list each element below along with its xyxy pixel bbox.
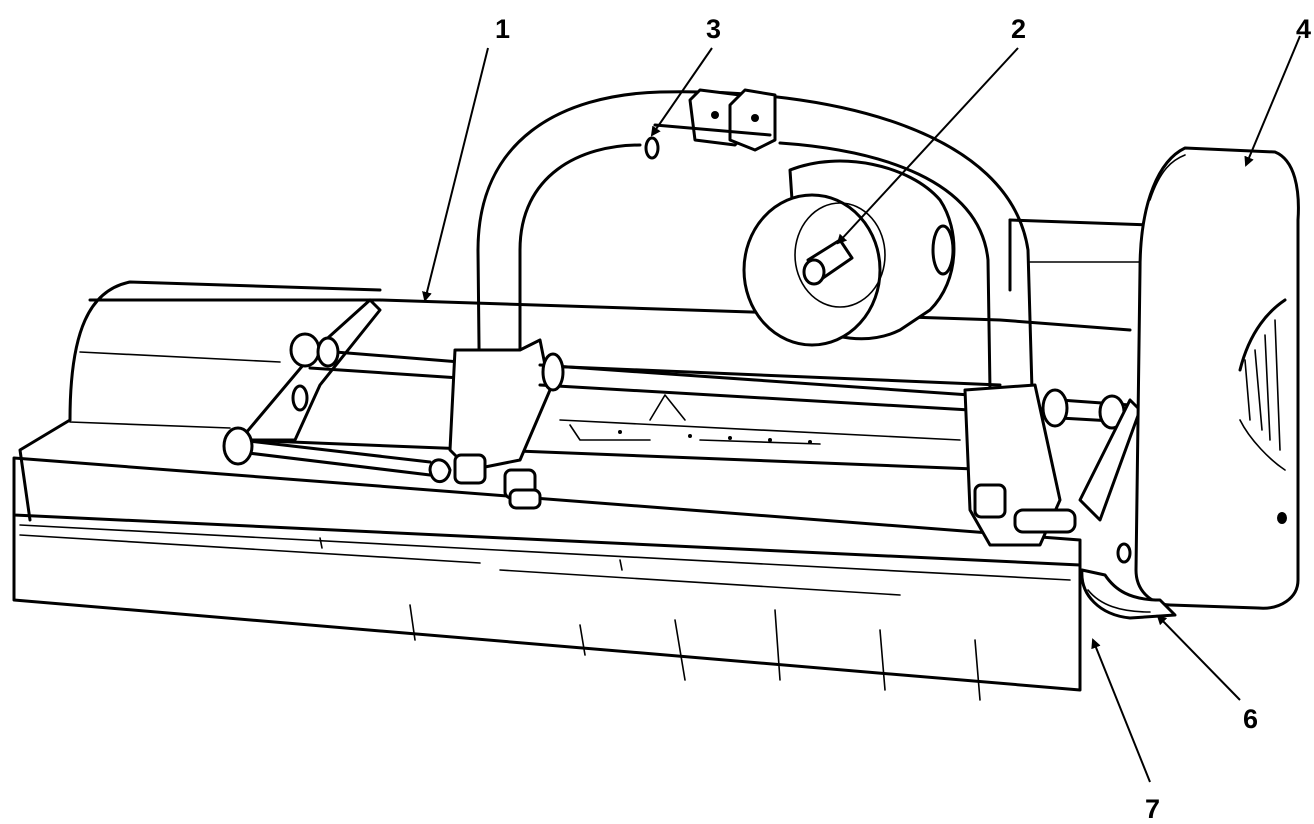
centre-clevis	[448, 338, 972, 510]
leader-6	[1156, 614, 1241, 701]
mower-housing-rear	[18, 218, 1152, 522]
hitch-arch	[476, 90, 1034, 442]
gearbox-pto	[742, 159, 956, 347]
top-link-bracket	[644, 88, 777, 160]
right-hitch-bracket	[963, 383, 1142, 547]
skid-end	[1080, 542, 1177, 620]
belt-guard-cover	[1134, 146, 1300, 610]
leader-1	[422, 47, 489, 302]
left-hitch-bracket	[222, 298, 462, 484]
leader-3	[650, 47, 713, 137]
callout-leader-lines	[422, 35, 1301, 783]
leader-2	[836, 47, 1019, 245]
callout-6: 6	[1243, 704, 1259, 734]
mower-housing-front	[12, 456, 1082, 701]
callout-2: 2	[1011, 14, 1027, 44]
leader-4	[1244, 35, 1301, 167]
callout-4: 4	[1296, 14, 1312, 44]
callout-3: 3	[706, 14, 722, 44]
callout-7: 7	[1145, 794, 1161, 824]
leader-7	[1091, 638, 1151, 783]
callout-1: 1	[495, 14, 511, 44]
